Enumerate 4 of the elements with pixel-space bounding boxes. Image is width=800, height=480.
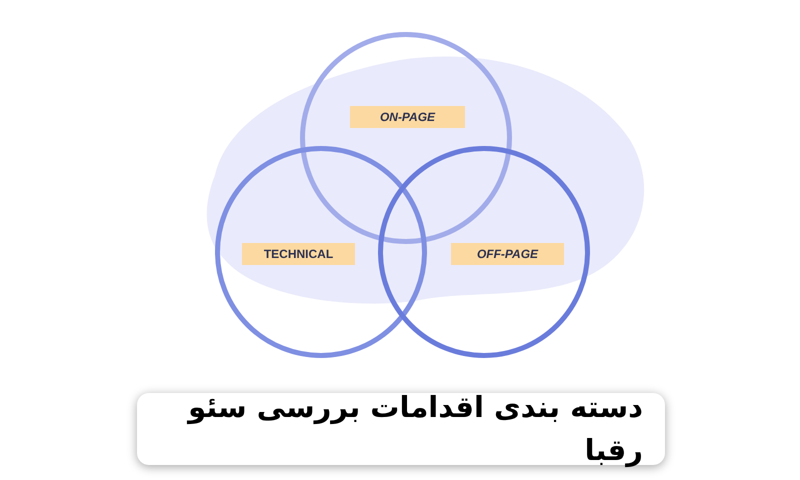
category-label: ON-PAGE xyxy=(350,106,465,128)
title: دسته بندی اقدامات بررسی سئو رقبا xyxy=(186,388,643,470)
category-label: TECHNICAL xyxy=(242,243,355,265)
category-label: OFF-PAGE xyxy=(451,243,564,265)
